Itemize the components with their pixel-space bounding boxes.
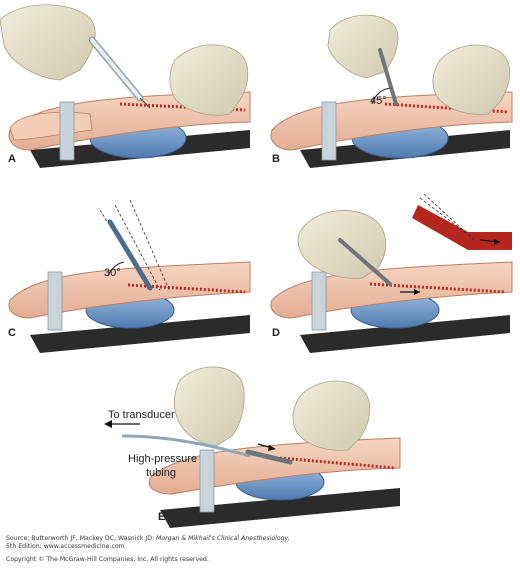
- wrist-strap: [59, 101, 75, 161]
- label-high-pressure: High-pressure: [128, 453, 197, 465]
- panel-letter-e: E: [158, 511, 165, 523]
- caption-copyright: Copyright © The McGraw-Hill Companies, I…: [6, 556, 209, 563]
- glove-right: [169, 44, 249, 116]
- wrist-strap: [199, 449, 215, 513]
- caption-source-prefix: Source: Butterworth JF, Mackey DC, Wasni…: [6, 535, 157, 542]
- catheter: [107, 219, 153, 291]
- radial-artery: [127, 283, 246, 294]
- catheter-needle: [378, 48, 398, 106]
- angle-label-30: 30°: [104, 267, 121, 279]
- panel-letter-b: B: [272, 153, 280, 165]
- label-tubing: tubing: [146, 467, 176, 479]
- board: [160, 488, 400, 528]
- angle-arc: [371, 87, 391, 105]
- panel-letter-a: A: [8, 153, 16, 165]
- label-to-transducer: To transducer: [108, 409, 175, 421]
- wrist-strap: [311, 271, 327, 331]
- high-pressure-tubing: [121, 434, 251, 458]
- panel-b: 45° B: [270, 14, 513, 168]
- glove-left: [327, 14, 399, 79]
- glove-left: [174, 366, 245, 447]
- panel-a: A: [0, 4, 251, 168]
- panel-e: To transducer High-pressure tubing E: [104, 366, 401, 528]
- angle-arc: [107, 261, 125, 277]
- glove-right: [292, 380, 371, 451]
- glove-right: [432, 44, 511, 115]
- radial-artery: [279, 456, 396, 470]
- catheter: [338, 238, 392, 286]
- caption-edition: 5th Edition: www.accessmedicine.com: [6, 543, 125, 550]
- caption-source: Source: Butterworth JF, Mackey DC, Wasni…: [6, 535, 290, 543]
- panel-letter-c: C: [8, 327, 16, 339]
- artery-inset: [412, 193, 512, 250]
- catheter-hub: [245, 449, 293, 465]
- panel-d: D: [270, 193, 513, 353]
- radial-artery: [369, 282, 506, 294]
- syringe: [88, 36, 151, 109]
- panel-c: 30° C: [8, 199, 251, 353]
- glove-left: [0, 4, 96, 81]
- angle-label-45: 45°: [370, 95, 387, 107]
- wrist-strap: [47, 271, 63, 331]
- panel-letter-d: D: [272, 327, 280, 339]
- board: [30, 315, 250, 353]
- board: [300, 315, 510, 353]
- forearm: [8, 261, 251, 319]
- wrist-strap: [321, 101, 337, 161]
- caption-book-title: Morgan & Mikhail's Clinical Anesthesiolo…: [156, 535, 290, 542]
- radial-artery: [384, 102, 509, 114]
